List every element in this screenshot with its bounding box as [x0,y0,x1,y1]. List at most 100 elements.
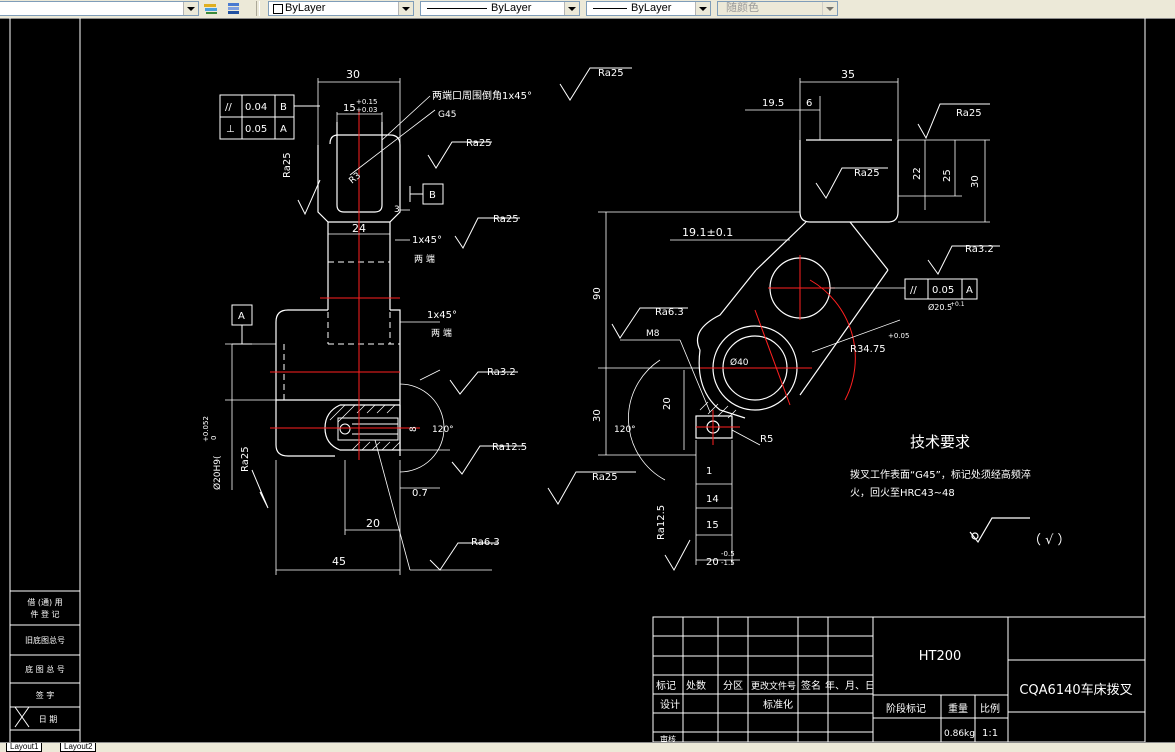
roughness-label: Ra25 [282,152,293,178]
drawing-frame [9,18,1146,742]
dim-text: 30 [970,175,981,188]
linetype-control-value: ByLayer [491,2,532,14]
dim-text: 35 [841,68,855,81]
strip-text: 签 字 [36,690,55,700]
right-center-lines [696,255,856,445]
dim-text: 0.7 [412,488,428,499]
roughness-label: Ra25 [854,168,880,179]
roughness-label: Ra3.2 [487,367,516,378]
strip-text: 旧底图总号 [25,635,65,645]
title-part-name: CQA6140车床拨叉 [1019,682,1132,698]
dim-text: 两 端 [414,253,435,265]
tol-value: 0.05 [932,285,954,296]
title-cell: 阶段标记 [886,702,926,715]
color-control-value: ByLayer [285,2,326,14]
right-dimension-lines [598,78,990,565]
left-hidden-lines [275,261,400,401]
linetype-control-dropdown[interactable]: ByLayer [420,1,580,16]
dim-text: 120° [432,425,454,435]
plotstyle-control-dropdown[interactable]: 随颜色 [717,1,838,16]
datum-label: A [238,311,245,322]
layer-previous-icon[interactable] [203,2,219,15]
dim-text: 两 端 [431,327,452,339]
dim-text: +0.052 [202,416,210,442]
dim-text: 20 [366,517,380,530]
dim-text: 1x45° [427,310,457,321]
dim-text: 14 [706,494,719,505]
toolbar-separator [256,1,260,16]
dim-text: -0.5 [721,550,735,558]
roughness-symbols-right [547,103,1000,572]
chevron-down-icon[interactable] [564,2,579,15]
dim-text: 30 [592,409,603,422]
title-block [652,616,1146,742]
dim-text: R5 [760,434,773,445]
tol-symbol: // [910,285,917,296]
properties-toolbar: ByLayer ByLayer ByLayer 随颜色 [0,0,1175,19]
dim-text: 20 [706,557,719,568]
other-roughness-label: （ √ ） [1028,533,1071,548]
dim-text: 45 [332,555,346,568]
roughness-label: Ra25 [466,138,492,149]
dim-text: 19.1±0.1 [682,226,733,239]
title-cell: 1:1 [982,728,998,739]
dim-text: 22 [912,167,923,180]
roughness-label: Ra12.5 [656,505,667,540]
dim-text: 两端口周围倒角1x45° [432,89,532,102]
dim-text: +0.03 [356,106,377,114]
dim-text: 6 [806,98,812,109]
dim-text: 30 [346,68,360,81]
dim-text: +0.1 [950,301,965,308]
dim-text: 20 [662,397,673,410]
dim-text: 24 [352,222,366,235]
tol-value: 0.04 [245,102,267,113]
tol-value: 0.05 [245,124,267,135]
roughness-label: Ra12.5 [492,442,527,453]
chevron-down-icon[interactable] [183,2,198,15]
left-view-outline [275,122,401,457]
dim-text: 15 [706,520,719,531]
title-cell: 签名 [801,679,821,692]
dim-text: 1 [706,466,712,477]
chevron-down-icon[interactable] [695,2,710,15]
notes-line: 火，回火至HRC43~48 [850,487,955,499]
tol-ref: A [280,124,287,135]
tol-symbol: ⊥ [226,124,235,135]
roughness-label: Ra3.2 [965,244,994,255]
dim-text: +0.15 [356,98,377,106]
lineweight-sample [593,8,627,9]
dim-text: 19.5 [762,98,784,109]
dim-text: 8 [409,426,419,432]
title-cell: 设计 [660,698,680,711]
title-cell: 审核 [660,734,676,742]
datum-label: B [429,190,436,201]
linetype-sample [427,8,487,9]
layer-states-icon[interactable] [226,2,242,15]
lineweight-control-dropdown[interactable]: ByLayer [586,1,711,16]
title-cell: 处数 [686,679,706,692]
color-swatch-icon [273,4,283,14]
left-dimension-lines [225,78,492,575]
dim-text: 0 [210,436,218,440]
chevron-down-icon[interactable] [822,2,837,15]
strip-text: 日 期 [39,715,58,724]
geometric-tolerance-frame [219,94,320,140]
chevron-down-icon[interactable] [398,2,413,15]
color-control-dropdown[interactable]: ByLayer [268,1,414,16]
drawing-canvas[interactable]: 借 (通) 用 件 登 记 旧底图总号 底 图 总 号 签 字 日 期 [0,18,1175,742]
layer-dropdown-tail[interactable] [0,1,199,16]
other-roughness-symbol [969,517,1030,544]
title-cell: 更改文件号 [751,680,796,692]
roughness-symbols-left [251,67,632,571]
title-cell: 标记 [656,680,676,692]
notes-line: 拨叉工作表面“G45”，标记处须经高频淬 [850,468,1031,481]
dim-text: G45 [438,110,456,120]
dim-text: 1x45° [412,235,442,246]
dim-text: R34.75 [850,344,886,355]
title-cell: 0.86kg [944,729,975,739]
left-record-strip [10,590,80,731]
title-cell: 分区 [723,680,743,692]
title-cell: 年、月、日 [825,679,875,692]
tol-symbol: // [225,102,232,113]
strip-text: 借 (通) 用 [27,597,62,607]
